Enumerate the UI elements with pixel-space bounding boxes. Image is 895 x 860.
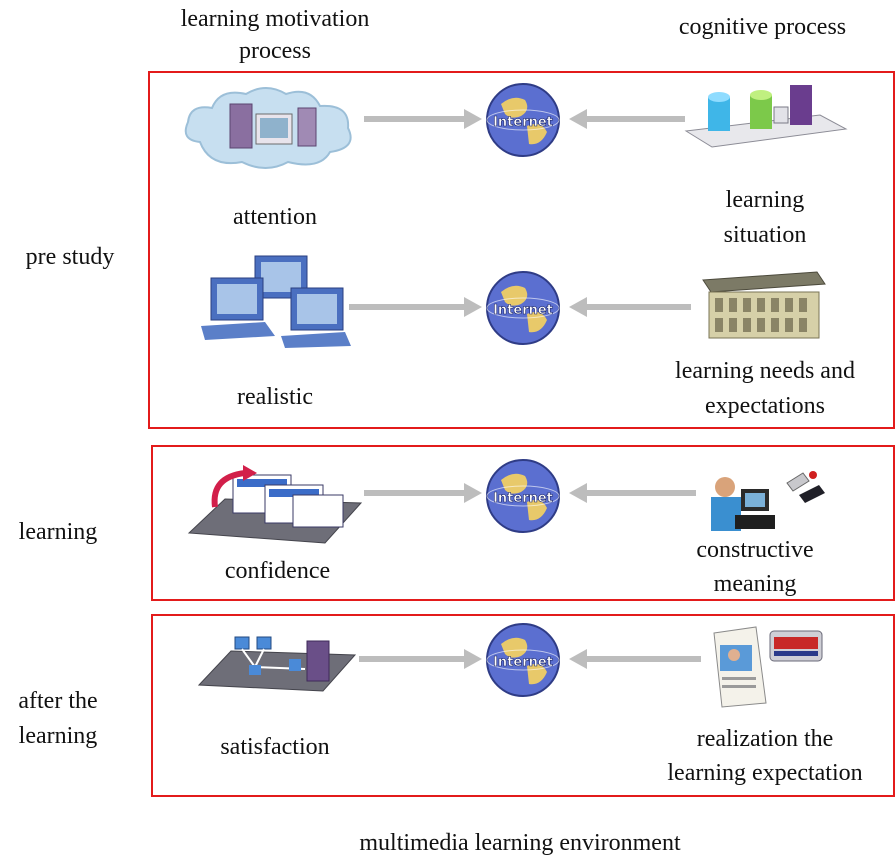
- label-attention: attention: [233, 204, 317, 230]
- arrow-left-1: [569, 109, 685, 129]
- cloud-servers-icon: [184, 87, 352, 169]
- label-realization-line2: learning expectation: [667, 760, 863, 786]
- after-learning-box: [151, 614, 895, 797]
- stage-after-line2: learning: [18, 723, 98, 749]
- internet-globe-icon: Internet: [486, 459, 560, 533]
- arrow-left-3: [569, 483, 696, 503]
- label-constructive-line2: meaning: [713, 571, 797, 597]
- label-needs-line2: expectations: [705, 393, 825, 419]
- screens-platform-icon: [187, 465, 363, 544]
- arrow-right-3: [364, 483, 482, 503]
- pre-study-box: [148, 71, 895, 429]
- networked-computers-icon: [201, 255, 351, 348]
- internet-globe-icon: Internet: [486, 83, 560, 157]
- person-at-computer-icon: [697, 471, 825, 531]
- internet-globe-icon: Internet: [486, 271, 560, 345]
- building-icon: [702, 271, 826, 339]
- footer-caption: multimedia learning environment: [359, 830, 681, 856]
- arrow-right-4: [359, 649, 482, 669]
- header-motivation-line1: learning motivation: [180, 6, 370, 32]
- header-cognitive: cognitive process: [678, 14, 847, 40]
- arrow-left-4: [569, 649, 701, 669]
- svg-text:Internet: Internet: [493, 115, 553, 130]
- label-constructive-line1: constructive: [696, 537, 814, 563]
- label-situation-line2: situation: [723, 222, 807, 248]
- label-situation-line1: learning: [725, 187, 805, 213]
- learning-box: [151, 445, 895, 601]
- arrow-right-1: [364, 109, 482, 129]
- svg-text:Internet: Internet: [493, 655, 553, 670]
- label-realistic: realistic: [237, 384, 313, 410]
- database-cylinders-icon: [684, 85, 848, 148]
- stage-learning: learning: [18, 519, 98, 545]
- stage-pre-study: pre study: [25, 244, 115, 270]
- label-realization-line1: realization the: [696, 726, 834, 752]
- stage-after-line1: after the: [18, 688, 98, 714]
- svg-text:Internet: Internet: [493, 491, 553, 506]
- svg-text:Internet: Internet: [493, 303, 553, 318]
- network-platform-icon: [197, 636, 357, 692]
- header-motivation-line2: process: [239, 38, 311, 64]
- label-confidence: confidence: [224, 558, 331, 584]
- internet-globe-icon: Internet: [486, 623, 560, 697]
- arrow-right-2: [349, 297, 482, 317]
- document-card-icon: [713, 626, 823, 708]
- arrow-left-2: [569, 297, 691, 317]
- label-satisfaction: satisfaction: [220, 734, 330, 760]
- label-needs-line1: learning needs and: [675, 358, 855, 384]
